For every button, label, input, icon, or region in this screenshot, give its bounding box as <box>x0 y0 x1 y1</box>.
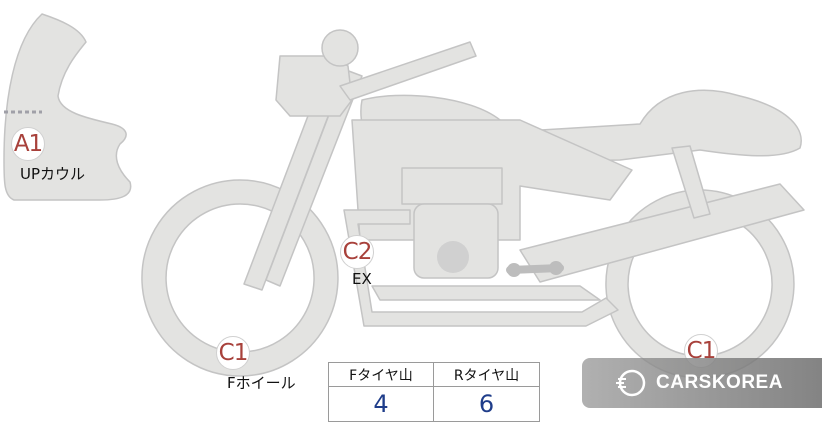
engine-block-part <box>413 203 499 279</box>
marker-a1: A1 <box>11 127 45 161</box>
front-tread-value: 4 <box>329 387 434 421</box>
label-f-wheel: Fホイール <box>227 374 296 392</box>
marker-c2: C2 <box>340 235 374 269</box>
headlight-ring <box>321 29 359 67</box>
exhaust-part <box>343 209 619 327</box>
engine-top-part <box>401 167 503 205</box>
rear-shock-part <box>671 145 711 219</box>
watermark-text: CARSKOREA <box>656 372 783 393</box>
label-ex: EX <box>352 270 372 288</box>
lower-frame-part <box>371 285 601 301</box>
rear-tread-value: 6 <box>478 390 495 418</box>
brake-pivot <box>507 263 521 277</box>
label-up-cowl: UPカウル <box>20 165 86 183</box>
rear-tread-header: Rタイヤ山 <box>434 363 539 387</box>
engine-cap <box>437 241 469 273</box>
seat-part <box>507 89 802 163</box>
carskorea-logo-icon <box>616 369 646 397</box>
brake-pivot-2 <box>549 261 563 275</box>
front-fork-part-2 <box>265 69 363 287</box>
watermark: CARSKOREA <box>582 358 822 408</box>
tire-tread-table: Fタイヤ山 Rタイヤ山 4 6 <box>328 362 540 422</box>
frame-part <box>339 41 477 101</box>
marker-c1-front: C1 <box>216 336 250 370</box>
front-tread-header: Fタイヤ山 <box>329 363 434 387</box>
